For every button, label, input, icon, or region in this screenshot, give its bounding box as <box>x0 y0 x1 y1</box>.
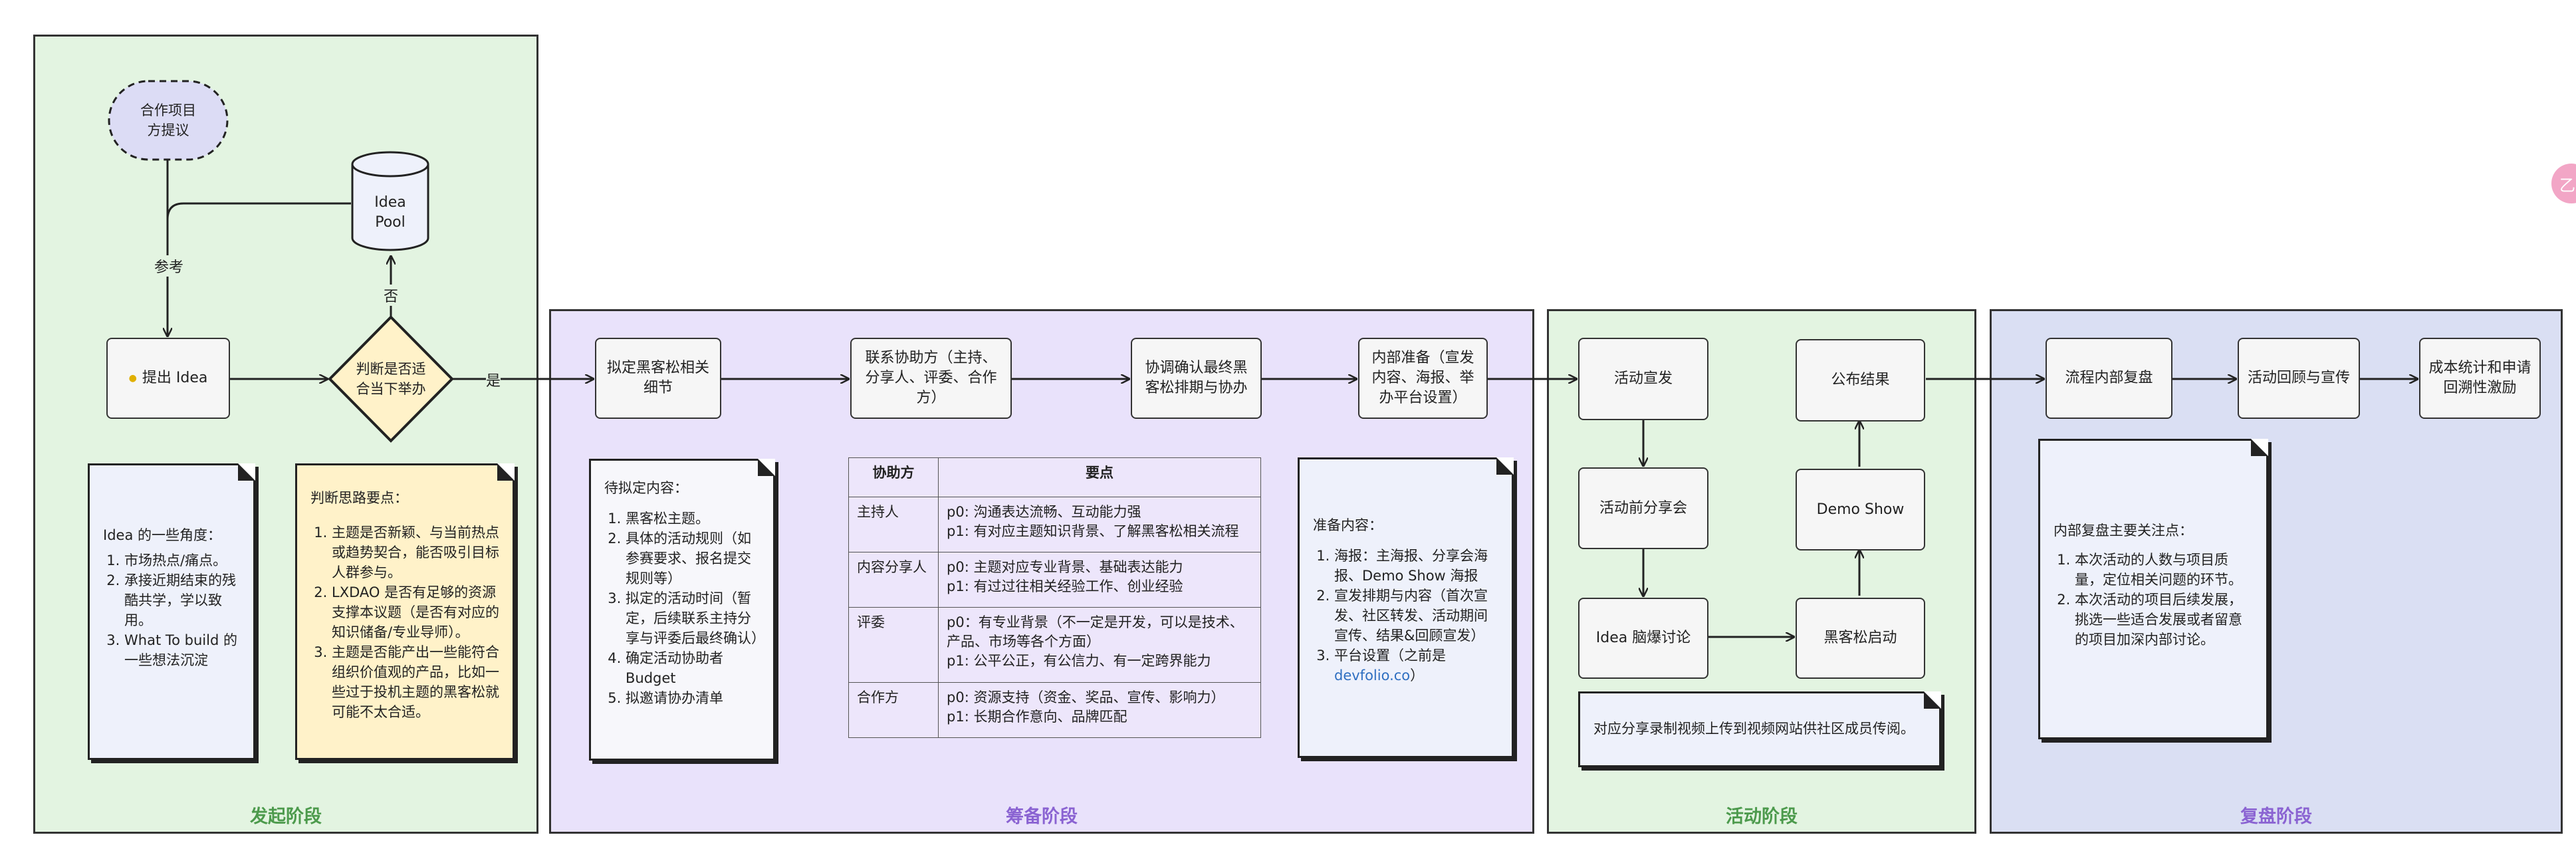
table-row: 合作方 p0: 资源支持（资金、奖品、宣传、影响力） p1: 长期合作意向、品牌… <box>848 682 1261 738</box>
partner-pill <box>108 80 229 161</box>
point-line: p0: 资源支持（资金、奖品、宣传、影响力） <box>947 689 1225 705</box>
note-judge-points-list: 主题是否新颖、与当前热点或趋势契合，能否吸引目标人群参与。 LXDAO 是否有足… <box>310 523 499 722</box>
phase-title-review: 复盘阶段 <box>2240 806 2312 827</box>
list-item: 主题是否新颖、与当前热点或趋势契合，能否吸引目标人群参与。 <box>332 523 499 582</box>
list-item: 海报：主海报、分享会海报、Demo Show 海报 <box>1334 546 1498 586</box>
list-item: 承接近期结束的残酷共学，学以致用。 <box>124 570 240 630</box>
note-fold-corner <box>1924 691 1941 709</box>
note-fold-corner <box>238 463 255 481</box>
table-cell-points: p0: 主题对应专业背景、基础表达能力 p1: 有过过往相关经验工作、创业经验 <box>938 552 1261 608</box>
table-cell-role: 合作方 <box>848 682 939 738</box>
edge-label-no: 否 <box>384 285 399 306</box>
bulb-icon: ● <box>128 373 137 384</box>
table-header-points: 要点 <box>938 457 1261 497</box>
note-idea-angles-list: 市场热点/痛点。 承接近期结束的残酷共学，学以致用。 What To build… <box>103 550 240 670</box>
point-line: p0：有专业背景（不一定是开发，可以是技术、产品、市场等各个方面） <box>947 614 1244 650</box>
edge-partner-pool <box>166 202 351 220</box>
node-hackathon-start: 黑客松启动 <box>1796 598 1925 679</box>
node-internal-prep: 内部准备（宣发内容、海报、举办平台设置） <box>1358 338 1488 419</box>
note-fold-corner <box>1496 457 1514 475</box>
note-idea-angles-title: Idea 的一些角度： <box>103 527 221 543</box>
node-brainstorm: Idea 脑爆讨论 <box>1578 598 1708 679</box>
list-item: LXDAO 是否有足够的资源支撑本议题（是否有对应的知识储备/专业导师）。 <box>332 582 499 642</box>
note-draft-items: 待拟定内容： 黑客松主题。 具体的活动规则（如参赛要求、报名提交规则等） 拟定的… <box>589 459 775 761</box>
node-contact-helpers: 联系协助方（主持、分享人、评委、合作方） <box>850 338 1012 419</box>
node-propose-idea-label: 提出 Idea <box>142 370 208 386</box>
note-idea-angles: Idea 的一些角度： 市场热点/痛点。 承接近期结束的残酷共学，学以致用。 W… <box>88 463 255 760</box>
point-line: p1: 长期合作意向、品牌匹配 <box>947 709 1127 725</box>
point-line: p1: 公平公正，有公信力、有一定跨界能力 <box>947 653 1211 669</box>
list-item: 本次活动的人数与项目质量，定位相关问题的环节。 <box>2075 550 2253 590</box>
node-judge: 判断是否适合当下举办 <box>356 361 426 397</box>
node-pre-share: 活动前分享会 <box>1578 467 1708 549</box>
phase-title-initiate: 发起阶段 <box>250 806 322 827</box>
node-idea-pool: Idea Pool <box>374 194 406 231</box>
note-prep-items: 准备内容： 海报：主海报、分享会海报、Demo Show 海报 宣发排期与内容（… <box>1298 457 1514 758</box>
list-item: 具体的活动规则（如参赛要求、报名提交规则等） <box>626 529 760 588</box>
note-upload-video-text: 对应分享录制视频上传到视频网站供社区成员传阅。 <box>1593 721 1915 737</box>
table-row: 内容分享人 p0: 主题对应专业背景、基础表达能力 p1: 有过过往相关经验工作… <box>848 552 1261 608</box>
node-propose-idea: ● 提出 Idea <box>106 338 230 419</box>
point-line: p1: 有对应主题知识背景、了解黑客松相关流程 <box>947 523 1239 539</box>
list-item: 宣发排期与内容（首次宣发、社区转发、活动期间宣传、结果&回顾宣发） <box>1334 586 1498 646</box>
table-cell-points: p0: 沟通表达流畅、互动能力强 p1: 有对应主题知识背景、了解黑客松相关流程 <box>938 497 1261 552</box>
list-item: 拟定的活动时间（暂定，后续联系主持分享与评委后最终确认） <box>626 588 765 648</box>
note-fold-corner <box>497 463 515 481</box>
judge-diamond <box>328 315 454 443</box>
edge-label-reference: 参考 <box>154 255 184 277</box>
list-item: What To build 的一些想法沉淀 <box>124 630 240 670</box>
point-line: p0: 沟通表达流畅、互动能力强 <box>947 504 1141 520</box>
note-review-focus-list: 本次活动的人数与项目质量，定位相关问题的环节。 本次活动的项目后续发展，挑选一些… <box>2053 550 2253 650</box>
node-cost-stats: 成本统计和申请回溯性激励 <box>2419 338 2541 419</box>
idea-pool-cylinder <box>351 151 429 251</box>
table-cell-role: 主持人 <box>848 497 939 552</box>
note-fold-corner <box>758 459 775 476</box>
note-upload-video: 对应分享录制视频上传到视频网站供社区成员传阅。 <box>1578 691 1941 767</box>
table-header-row: 协助方 要点 <box>848 457 1261 497</box>
list-item: 黑客松主题。 <box>626 509 760 529</box>
list-item: 确定活动协助者 Budget <box>626 648 760 688</box>
edge-label-yes: 是 <box>486 369 501 390</box>
node-review-promo: 活动回顾与宣传 <box>2238 338 2360 419</box>
list-item: 主题是否能产出一些能符合组织价值观的产品，比如一些过于投机主题的黑客松就可能不太… <box>332 642 499 722</box>
devfolio-link[interactable]: devfolio.co <box>1334 668 1411 683</box>
note-prep-items-title: 准备内容： <box>1313 517 1383 533</box>
note-judge-points: 判断思路要点： 主题是否新颖、与当前热点或趋势契合，能否吸引目标人群参与。 LX… <box>295 463 515 760</box>
phase-title-activity: 活动阶段 <box>1726 806 1798 827</box>
table-cell-points: p0：有专业背景（不一定是开发，可以是技术、产品、市场等各个方面） p1: 公平… <box>938 607 1261 683</box>
node-confirm-schedule: 协调确认最终黑客松排期与协办 <box>1131 338 1262 419</box>
list-item: 拟邀请协办清单 <box>626 688 760 708</box>
list-item-text: 平台设置（之前是 <box>1334 648 1446 664</box>
note-draft-items-title: 待拟定内容： <box>604 480 688 496</box>
node-review-internal: 流程内部复盘 <box>2046 338 2172 419</box>
node-draft-details: 拟定黑客松相关细节 <box>595 338 721 419</box>
table-header-role: 协助方 <box>848 457 939 497</box>
node-promo: 活动宣发 <box>1578 338 1708 420</box>
table-cell-points: p0: 资源支持（资金、奖品、宣传、影响力） p1: 长期合作意向、品牌匹配 <box>938 682 1261 738</box>
note-draft-items-list: 黑客松主题。 具体的活动规则（如参赛要求、报名提交规则等） 拟定的活动时间（暂定… <box>604 509 765 708</box>
list-item-suffix: ） <box>1410 668 1425 683</box>
point-line: p1: 有过过往相关经验工作、创业经验 <box>947 578 1183 594</box>
table-row: 评委 p0：有专业背景（不一定是开发，可以是技术、产品、市场等各个方面） p1:… <box>848 607 1261 683</box>
roles-table: 协助方 要点 主持人 p0: 沟通表达流畅、互动能力强 p1: 有对应主题知识背… <box>848 457 1261 738</box>
note-fold-corner <box>2251 439 2268 456</box>
note-review-focus-title: 内部复盘主要关注点： <box>2053 523 2193 539</box>
list-item: 本次活动的项目后续发展，挑选一些适合发展或者留意的项目加深内部讨论。 <box>2075 590 2253 650</box>
note-review-focus: 内部复盘主要关注点： 本次活动的人数与项目质量，定位相关问题的环节。 本次活动的… <box>2038 439 2268 739</box>
list-item: 市场热点/痛点。 <box>124 550 240 570</box>
note-judge-points-title: 判断思路要点： <box>310 490 408 506</box>
node-demo-show: Demo Show <box>1796 469 1925 550</box>
table-cell-role: 评委 <box>848 607 939 683</box>
point-line: p0: 主题对应专业背景、基础表达能力 <box>947 559 1183 575</box>
node-partner-proposal: 合作项目方提议 <box>140 102 196 138</box>
avatar[interactable]: 乙 <box>2551 164 2576 203</box>
node-results: 公布结果 <box>1796 339 1925 422</box>
table-cell-role: 内容分享人 <box>848 552 939 608</box>
list-item: 平台设置（之前是 devfolio.co） <box>1334 646 1498 685</box>
table-row: 主持人 p0: 沟通表达流畅、互动能力强 p1: 有对应主题知识背景、了解黑客松… <box>848 497 1261 552</box>
phase-title-prepare: 筹备阶段 <box>1006 806 1078 827</box>
note-prep-items-list: 海报：主海报、分享会海报、Demo Show 海报 宣发排期与内容（首次宣发、社… <box>1313 546 1498 685</box>
